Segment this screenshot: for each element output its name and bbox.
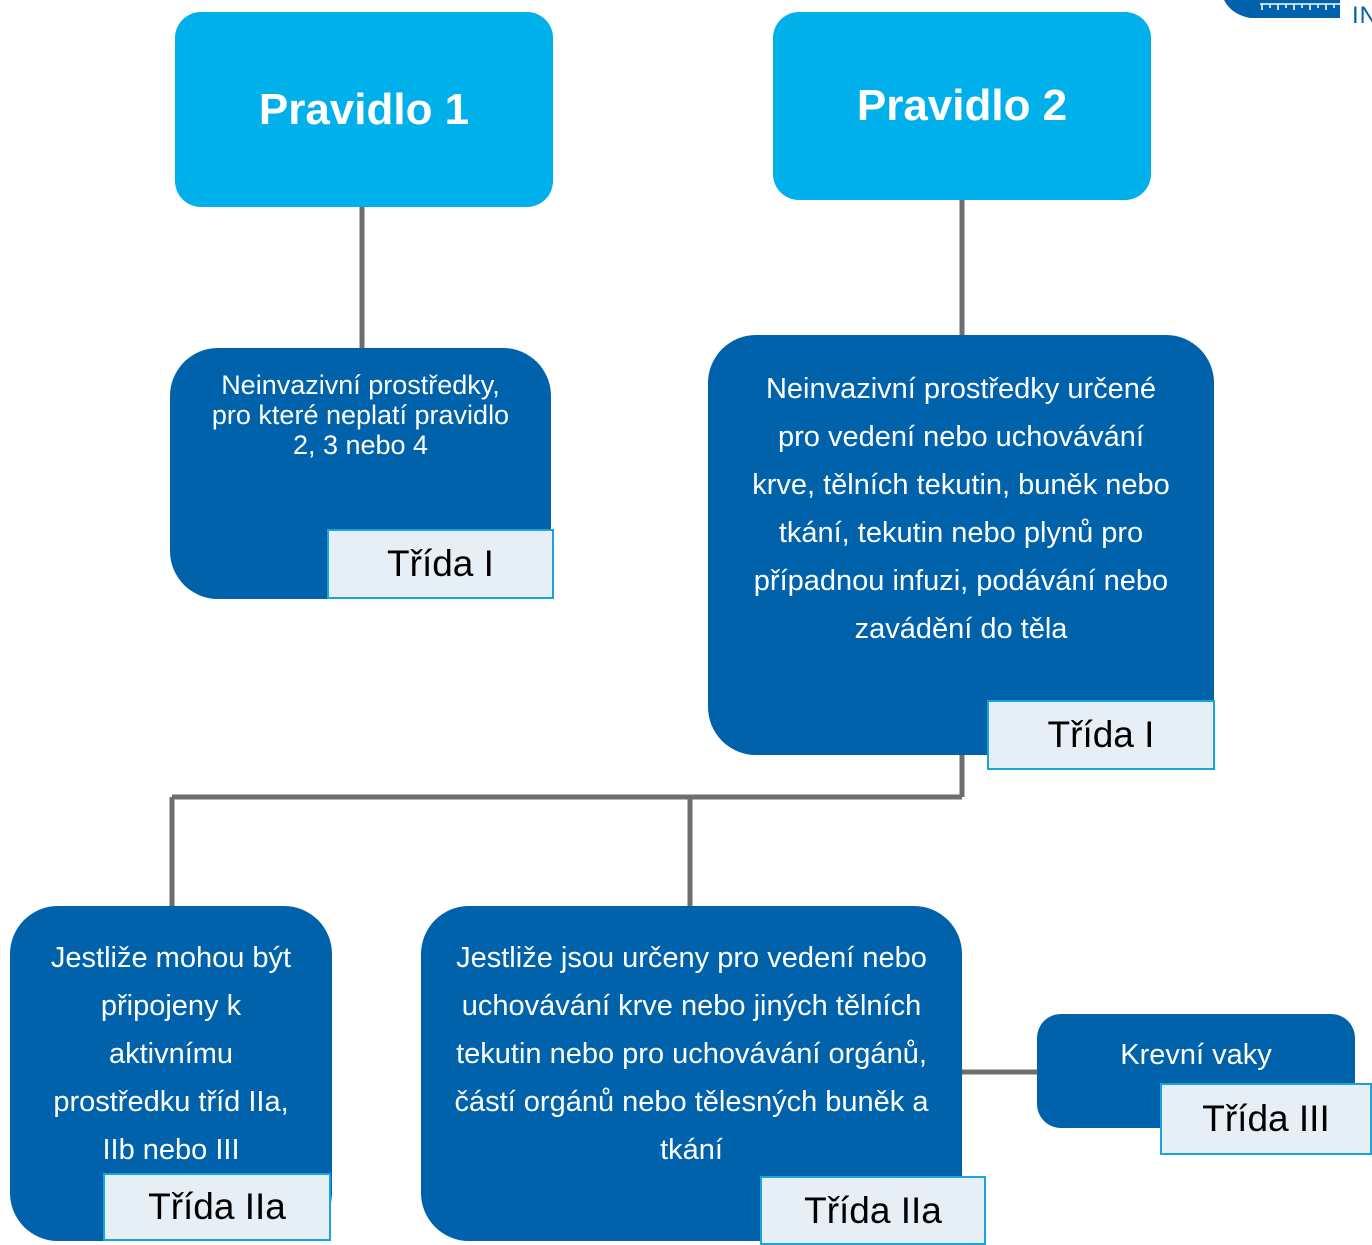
active-device-class-tag: Třída IIa: [103, 1173, 331, 1241]
rule-2-class-tag: Třída I: [987, 700, 1215, 770]
rule-2-node: Neinvazivní prostředky určené pro vedení…: [708, 335, 1214, 755]
rule-2-node-text: Neinvazivní prostředky určené pro vedení…: [752, 373, 1170, 645]
storage-node-text: Jestliže jsou určeny pro vedení nebo uch…: [454, 942, 929, 1166]
logo-text: IN: [1352, 2, 1372, 29]
rule-1-node-text: Neinvazivní prostředky, pro které neplat…: [211, 370, 510, 460]
rule-1-class-tag: Třída I: [327, 529, 554, 599]
logo-icon: [1224, 0, 1340, 18]
blood-bags-node-text: Krevní vaky: [1120, 1039, 1272, 1071]
blood-bags-class-tag: Třída III: [1160, 1083, 1372, 1155]
rule-2-box: Pravidlo 2: [773, 12, 1151, 200]
rule-1-title: Pravidlo 1: [258, 84, 470, 134]
rule-2-title: Pravidlo 2: [856, 81, 1068, 130]
storage-class-tag: Třída IIa: [760, 1176, 986, 1245]
rule-1-node: Neinvazivní prostředky, pro které neplat…: [170, 348, 551, 599]
active-device-node-text: Jestliže mohou být připojeny k aktivnímu…: [50, 942, 292, 1166]
rule-1-box: Pravidlo 1: [175, 12, 553, 207]
